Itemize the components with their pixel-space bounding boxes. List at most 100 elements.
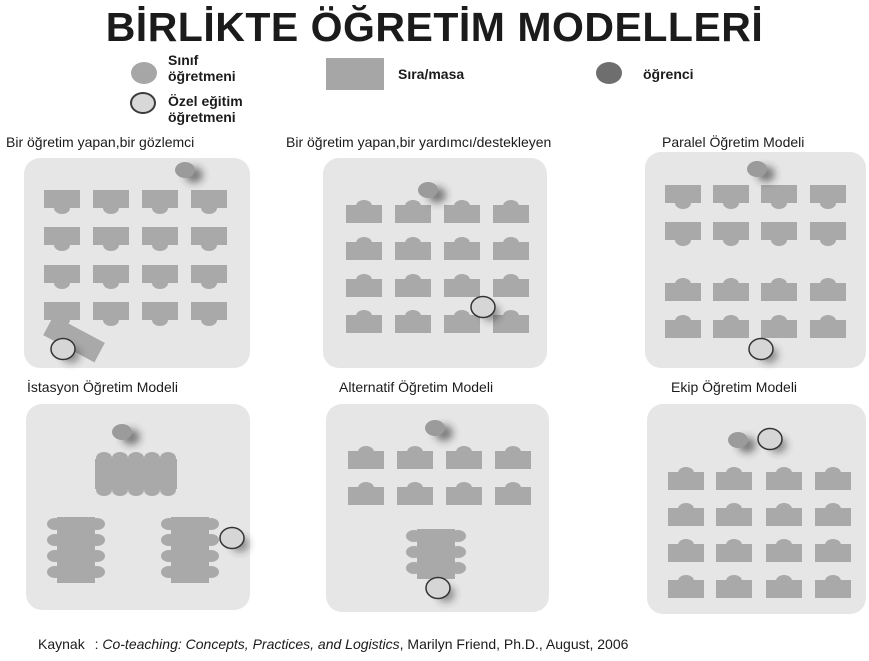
desk xyxy=(761,283,797,301)
special-teacher-icon xyxy=(219,526,245,550)
student-seat xyxy=(203,566,219,578)
student-seat xyxy=(203,534,219,546)
desk xyxy=(395,279,431,297)
desk xyxy=(191,227,227,245)
desk xyxy=(713,222,749,240)
desk xyxy=(44,227,80,245)
legend-teacher-label: Sınıf öğretmeni xyxy=(168,52,236,84)
student-seat xyxy=(203,518,219,530)
student-seat xyxy=(89,550,105,562)
desk xyxy=(766,472,802,490)
class-teacher-icon xyxy=(425,420,445,436)
source-reference: Co-teaching: Concepts, Practices, and Lo… xyxy=(102,636,400,652)
student-seat xyxy=(54,202,70,214)
desk xyxy=(93,302,129,320)
desk xyxy=(766,508,802,526)
desk xyxy=(716,472,752,490)
desk xyxy=(444,315,480,333)
student-seat xyxy=(89,534,105,546)
student-seat xyxy=(201,239,217,251)
desk xyxy=(810,222,846,240)
desk xyxy=(348,487,384,505)
desk xyxy=(668,580,704,598)
panel-title-2: Bir öğretim yapan,bir yardımcı/destekley… xyxy=(286,134,552,150)
student-seat xyxy=(406,530,422,542)
student-seat xyxy=(820,197,836,209)
desk xyxy=(446,487,482,505)
source-details: , Marilyn Friend, Ph.D., August, 2006 xyxy=(399,636,629,652)
student-seat xyxy=(161,566,177,578)
student-seat xyxy=(89,566,105,578)
desk xyxy=(44,302,80,320)
panel-title-6: Ekip Öğretim Modeli xyxy=(671,379,798,395)
desk xyxy=(815,472,851,490)
desk xyxy=(665,283,701,301)
desk xyxy=(446,451,482,469)
desk xyxy=(815,508,851,526)
panel-title-5: Alternatif Öğretim Modeli xyxy=(339,379,494,395)
student-seat xyxy=(723,234,739,246)
desk xyxy=(493,242,529,260)
desk xyxy=(716,544,752,562)
observer-desk xyxy=(43,315,105,363)
student-seat xyxy=(450,530,466,542)
desk xyxy=(766,544,802,562)
desk xyxy=(395,315,431,333)
student-seat xyxy=(161,518,177,530)
desk xyxy=(495,487,531,505)
student-seat xyxy=(152,314,168,326)
student-seat xyxy=(89,518,105,530)
student-seat xyxy=(47,550,63,562)
desk xyxy=(346,315,382,333)
desk xyxy=(761,185,797,203)
student-seat xyxy=(201,202,217,214)
desk xyxy=(142,190,178,208)
desk xyxy=(668,508,704,526)
special-teacher-legend-icon xyxy=(130,92,156,114)
special-teacher-icon xyxy=(757,427,783,451)
desk xyxy=(397,487,433,505)
class-teacher-icon xyxy=(747,161,767,177)
student-seat xyxy=(450,546,466,558)
student-seat xyxy=(152,239,168,251)
desk xyxy=(668,544,704,562)
desk xyxy=(810,185,846,203)
desk xyxy=(191,190,227,208)
desk xyxy=(716,580,752,598)
desk xyxy=(395,242,431,260)
desk-legend-icon xyxy=(326,58,384,90)
desk xyxy=(444,205,480,223)
class-teacher-icon xyxy=(175,162,195,178)
student-seat xyxy=(128,452,144,464)
student-seat xyxy=(160,452,176,464)
desk xyxy=(493,315,529,333)
class-teacher-icon xyxy=(418,182,438,198)
desk xyxy=(191,302,227,320)
desk xyxy=(44,190,80,208)
student-legend-icon xyxy=(596,62,622,84)
desk xyxy=(668,472,704,490)
desk xyxy=(93,265,129,283)
legend-desk-label: Sıra/masa xyxy=(398,66,465,82)
desk xyxy=(810,320,846,338)
student-seat xyxy=(128,484,144,496)
desk xyxy=(346,279,382,297)
student-seat xyxy=(771,234,787,246)
desk xyxy=(665,320,701,338)
student-seat xyxy=(103,277,119,289)
student-seat xyxy=(161,534,177,546)
station-table xyxy=(171,517,209,583)
student-seat xyxy=(112,484,128,496)
desk xyxy=(346,242,382,260)
student-seat xyxy=(144,452,160,464)
desk xyxy=(761,222,797,240)
student-seat xyxy=(820,234,836,246)
desk xyxy=(761,320,797,338)
student-seat xyxy=(103,239,119,251)
small-group-table xyxy=(417,529,455,579)
student-seat xyxy=(96,452,112,464)
page-title: BİRLİKTE ÖĞRETİM MODELLERİ xyxy=(105,4,764,50)
student-seat xyxy=(161,550,177,562)
desk xyxy=(766,580,802,598)
